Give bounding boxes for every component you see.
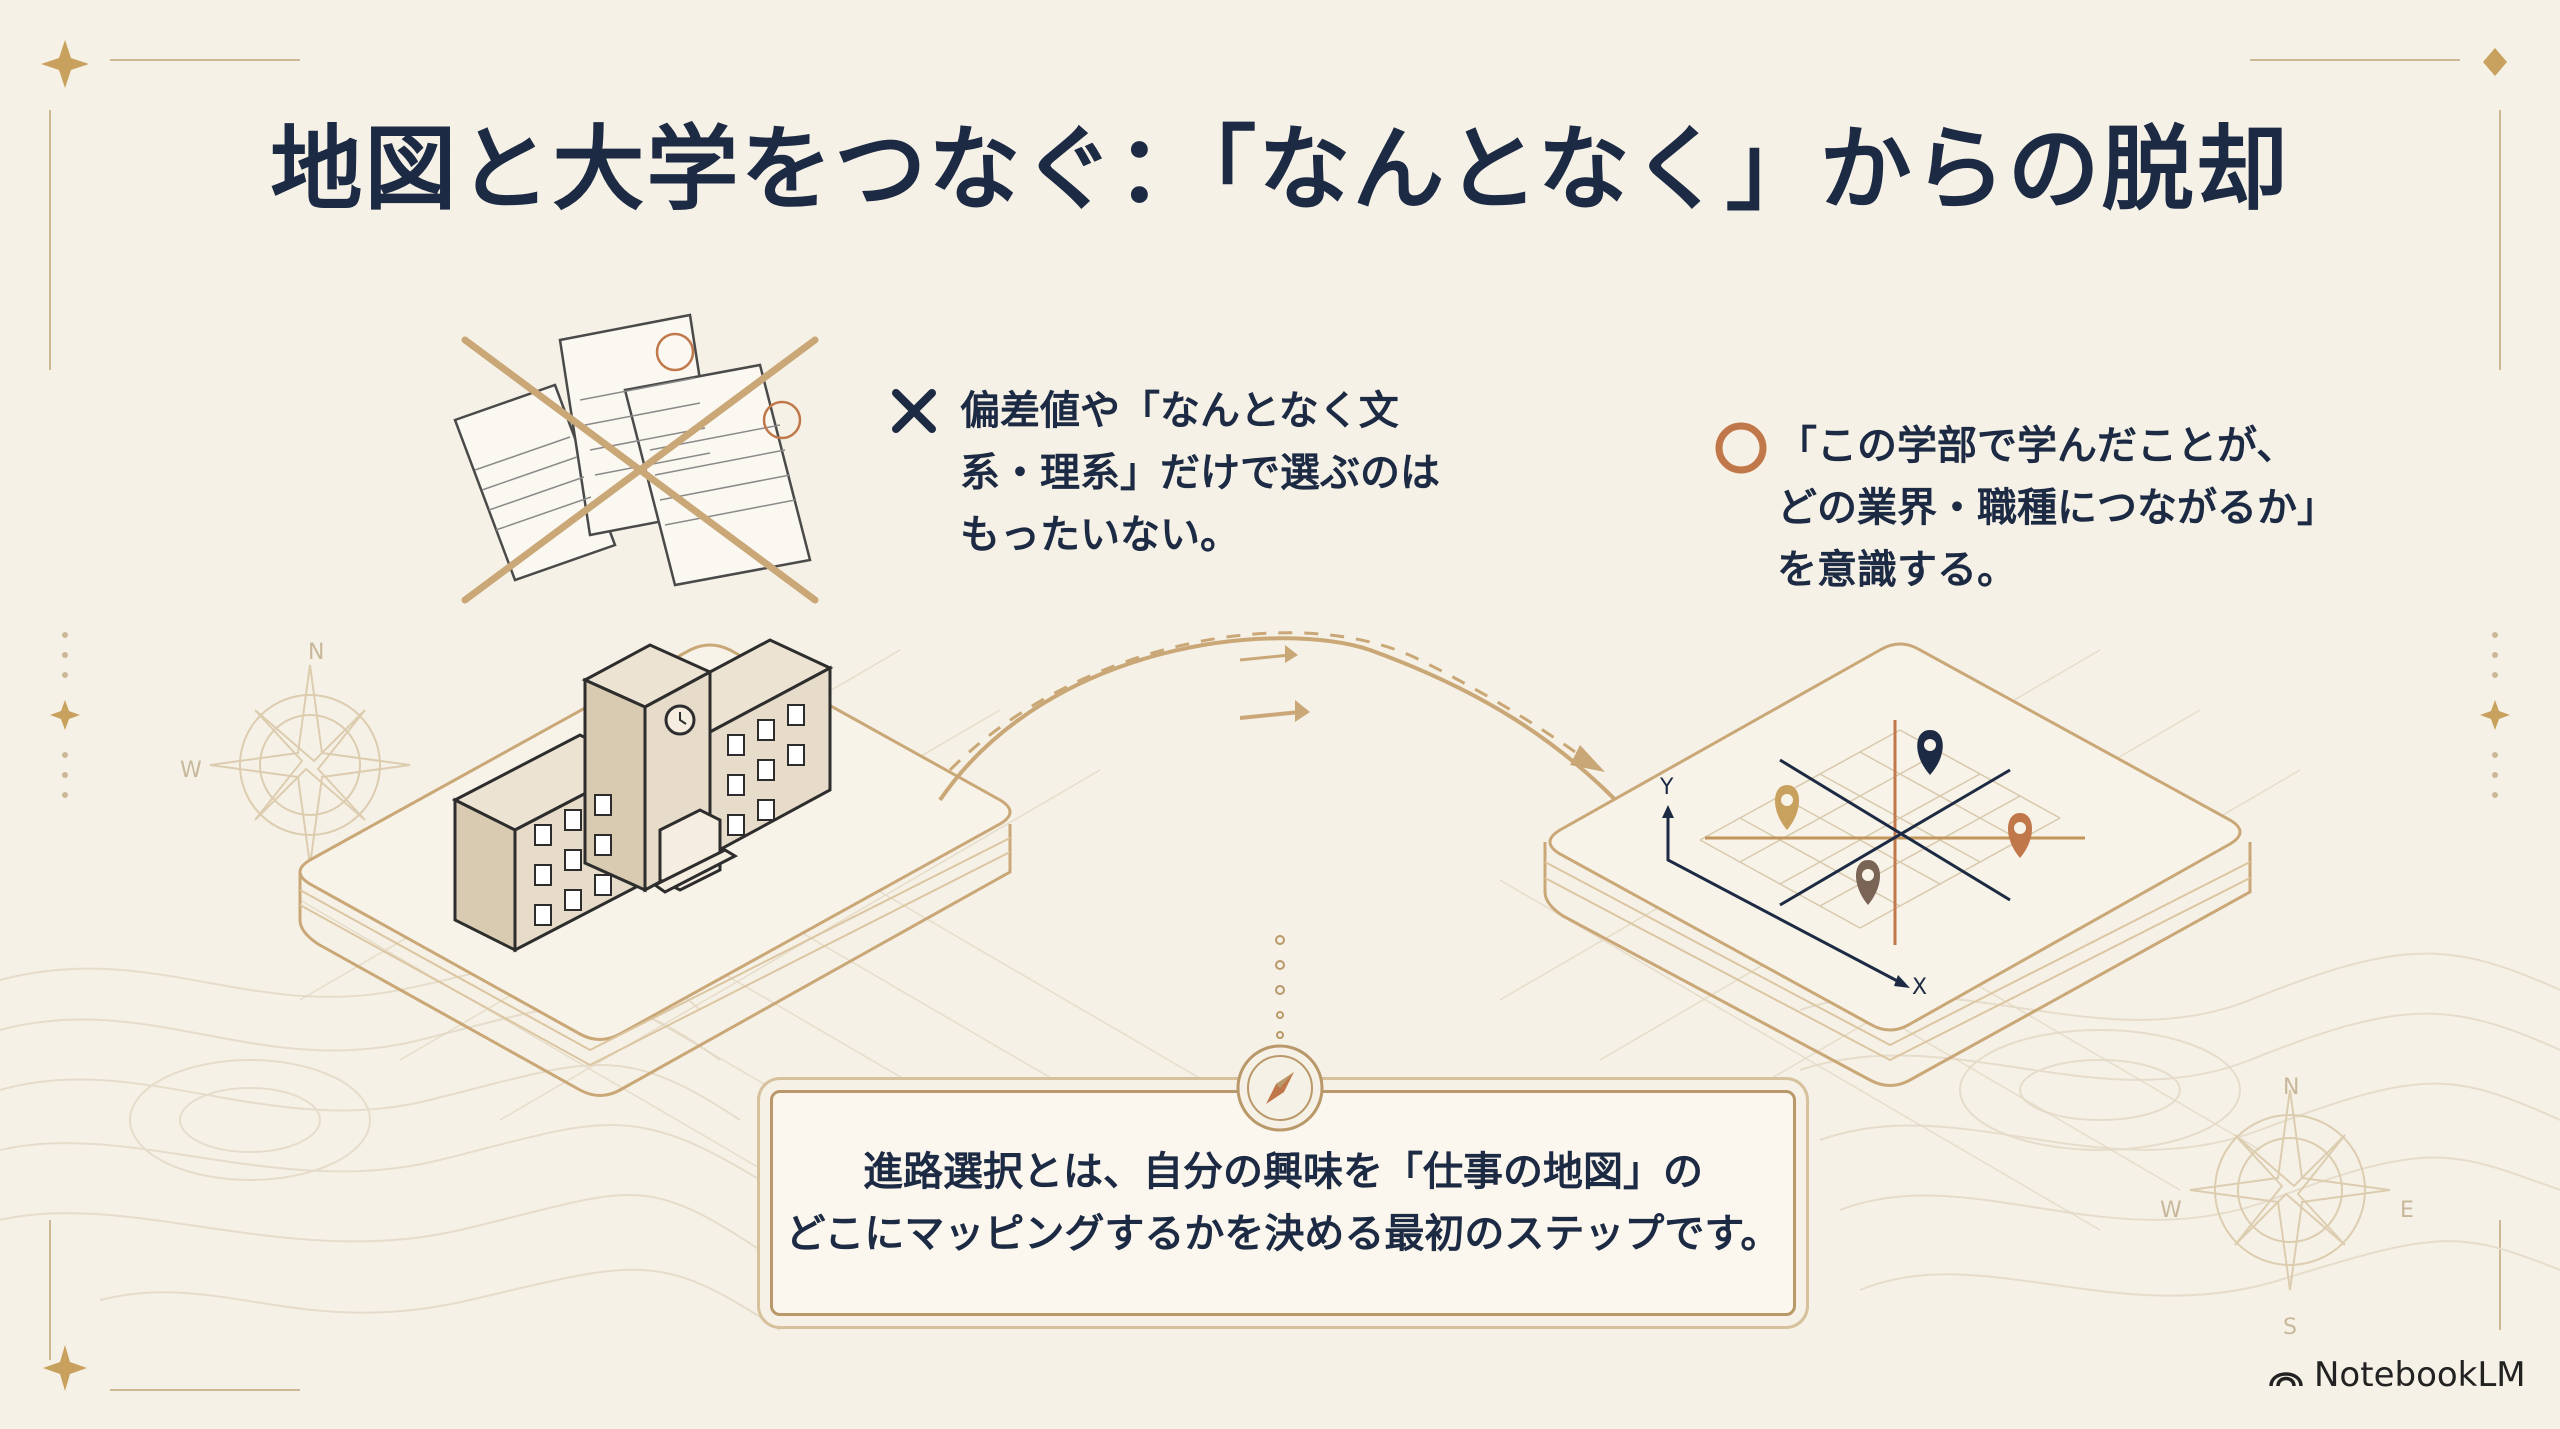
left-note: 偏差値や「なんとなく文 系・理系」だけで選ぶのは もったいない。: [890, 380, 1450, 566]
right-note-line-3: を意識する。: [1777, 547, 2017, 593]
map-pin-navy: [1917, 730, 1943, 775]
caption-line-1: 進路選択とは、自分の興味を「仕事の地図」の: [863, 1149, 1703, 1195]
compass-icon: [1236, 1044, 1324, 1132]
compass-north-label-right: N: [2283, 1075, 2300, 1100]
compass-west-label: W: [180, 758, 202, 783]
compass-west-label-right: W: [2160, 1198, 2182, 1223]
map-pin-brown: [1855, 860, 1881, 905]
left-note-line-1: 偏差値や「なんとなく文: [960, 388, 1399, 434]
compass-south-label-right: S: [2283, 1315, 2297, 1340]
right-note: 「この学部で学んだことが、 どの業界・職種につながるか」 を意識する。: [1705, 415, 2425, 601]
right-note-line-1: 「この学部で学んだことが、: [1777, 423, 2297, 469]
map-y-axis-label: Y: [1660, 775, 1674, 800]
map-pin-copper: [2007, 813, 2033, 858]
compass-east-label-right: E: [2400, 1198, 2414, 1223]
circle-icon: [1715, 422, 1767, 474]
notebooklm-logo-icon: [2269, 1372, 2303, 1387]
compass-north-label: N: [308, 640, 325, 665]
cross-icon: [892, 389, 936, 433]
map-x-axis-label: X: [1912, 975, 1928, 1000]
notebooklm-brand: NotebookLM: [2268, 1355, 2526, 1395]
left-note-line-2: 系・理系」だけで選ぶのは: [960, 450, 1440, 496]
left-note-line-3: もったいない。: [960, 512, 1240, 558]
caption-line-2: どこにマッピングするかを決める最初のステップです。: [785, 1211, 1781, 1257]
right-note-line-2: どの業界・職種につながるか」: [1777, 485, 2337, 531]
slide-title: 地図と大学をつなぐ：「なんとなく」からの脱却: [270, 116, 2290, 223]
brand-label: NotebookLM: [2314, 1355, 2526, 1395]
map-pin-gold: [1774, 785, 1800, 830]
